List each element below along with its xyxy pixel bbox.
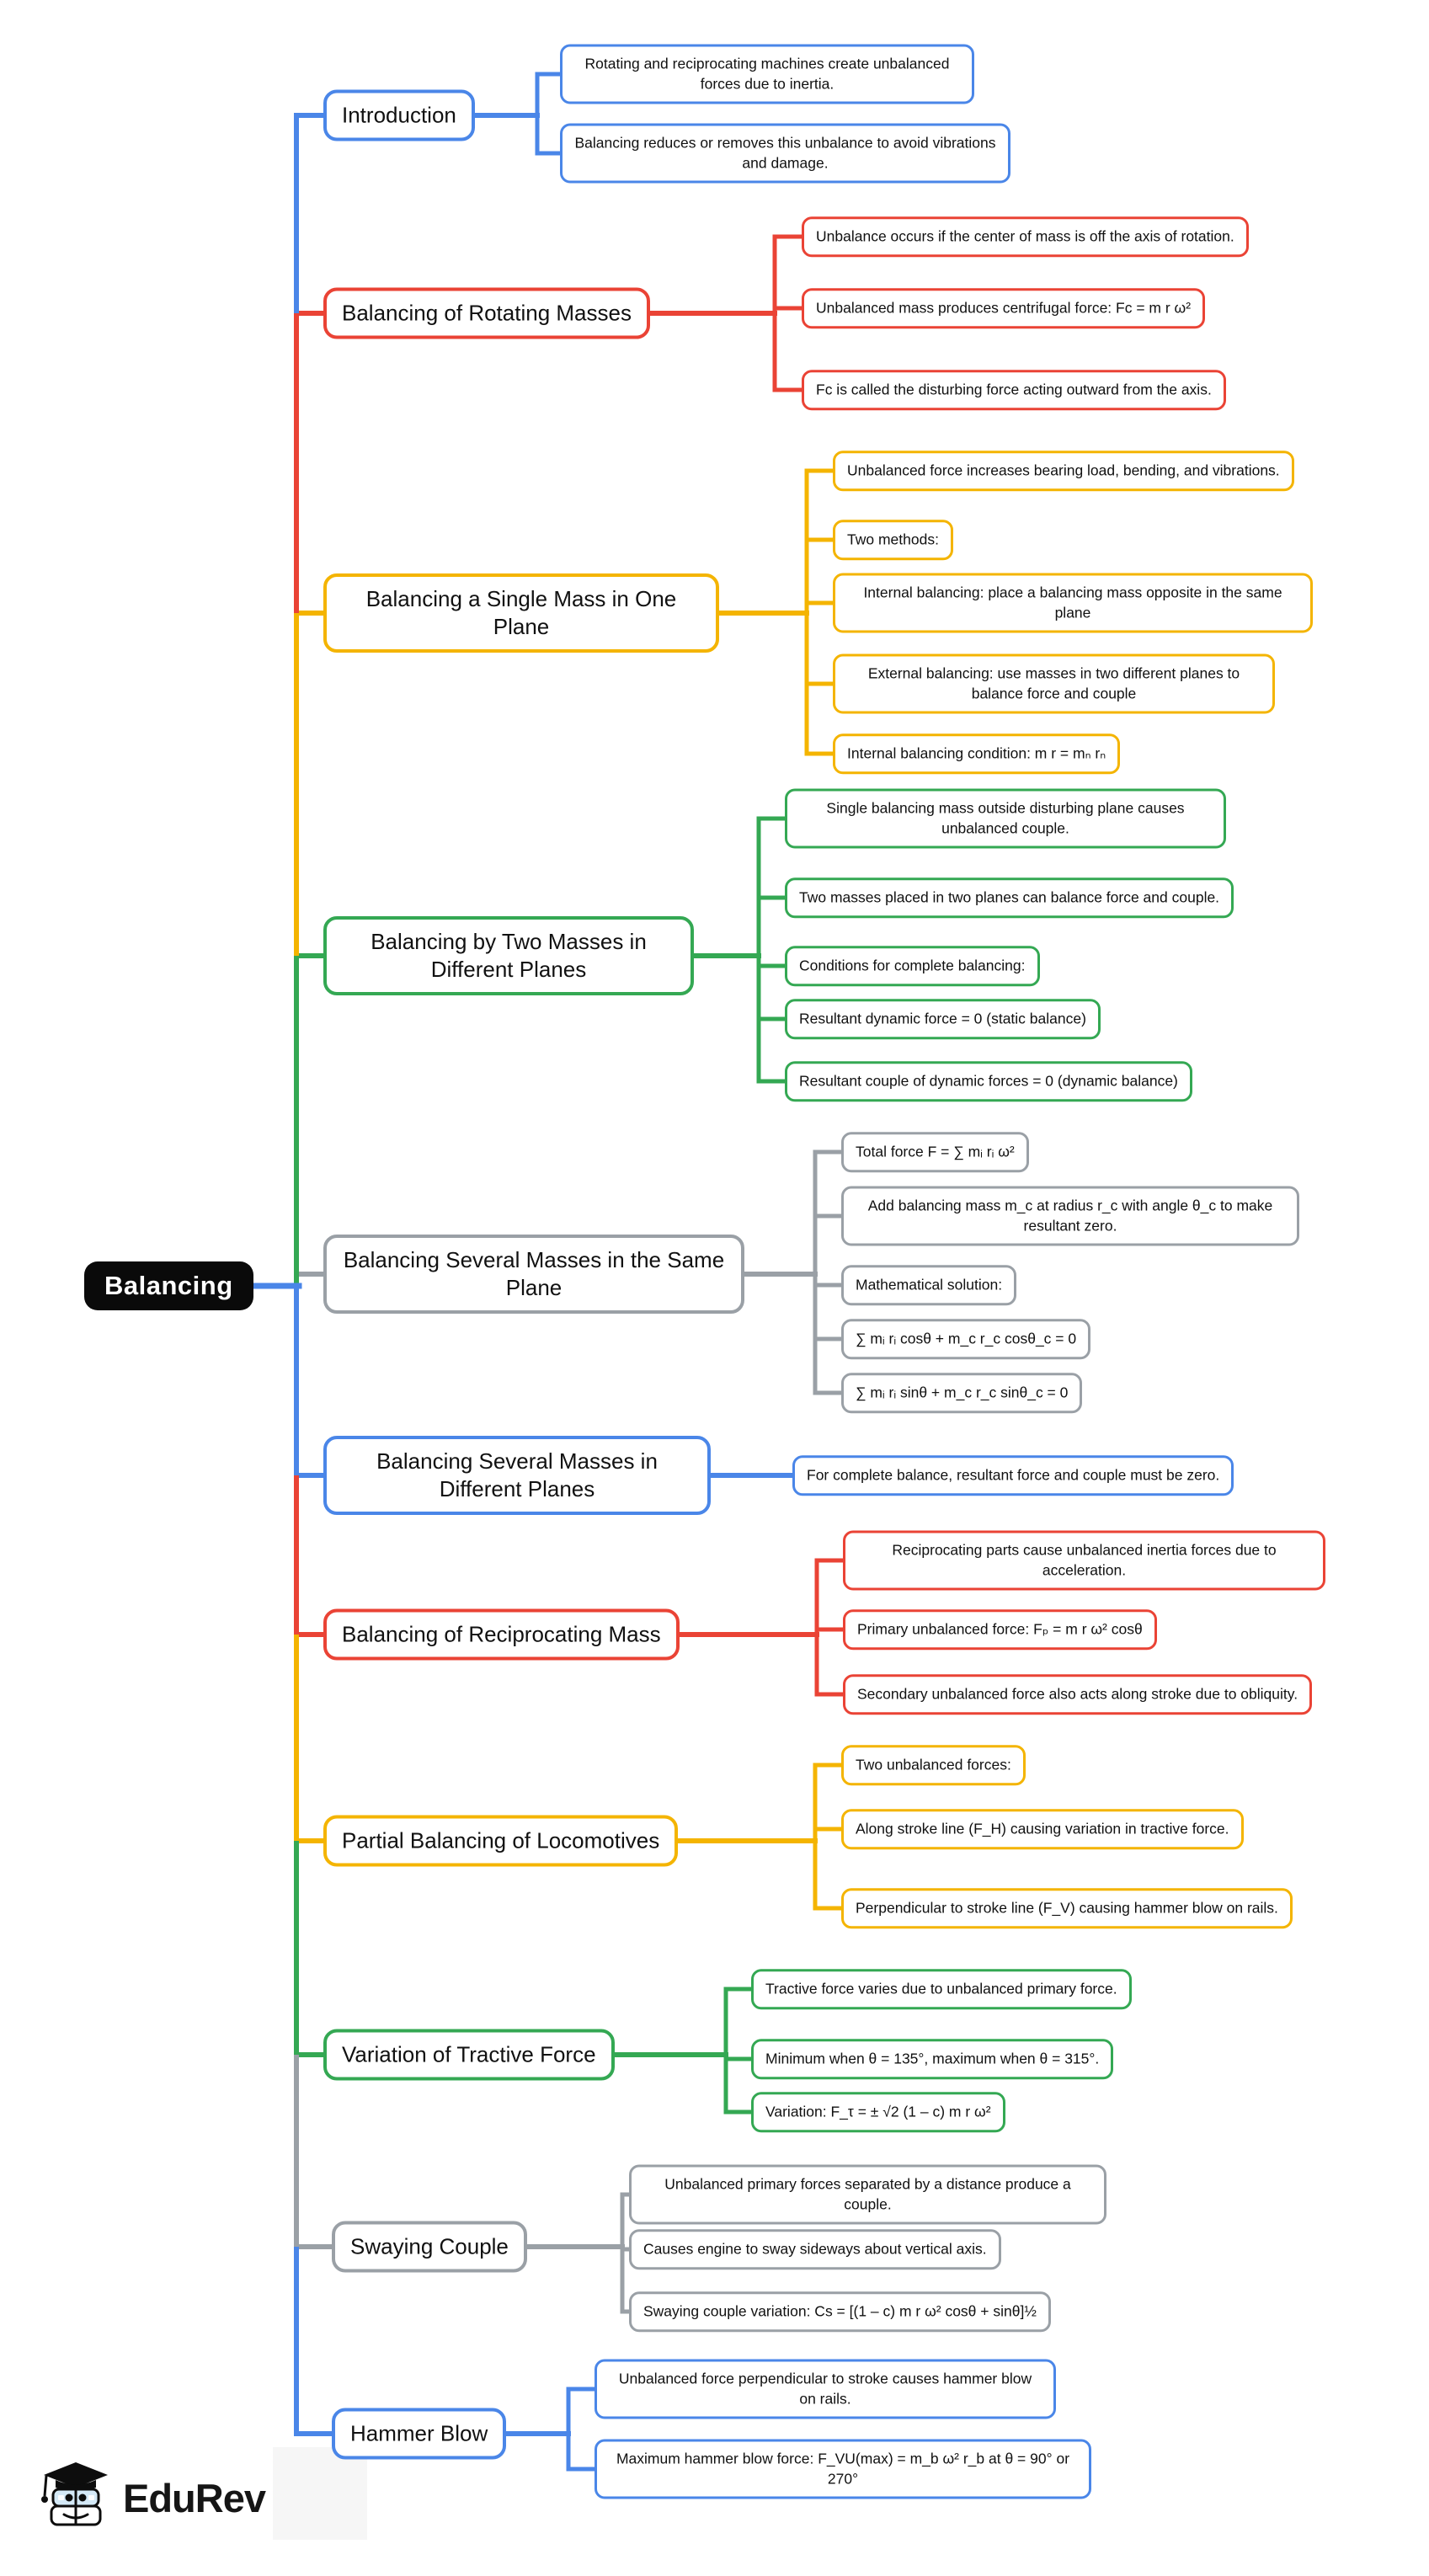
topic-node-two-masses-different-planes: Balancing by Two Masses in Different Pla… [323, 916, 694, 995]
topic-node-several-masses-same-plane: Balancing Several Masses in the Same Pla… [323, 1235, 744, 1314]
brand-text: EduRev [123, 2476, 266, 2520]
child-node-two-masses-different-planes-5: Resultant couple of dynamic forces = 0 (… [785, 1061, 1192, 1101]
topic-node-hammer-blow: Hammer Blow [332, 2408, 507, 2460]
child-node-single-mass-one-plane-3: Internal balancing: place a balancing ma… [833, 573, 1313, 633]
child-node-swaying-couple-2: Causes engine to sway sideways about ver… [629, 2229, 1001, 2269]
child-node-several-masses-same-plane-4: ∑ mᵢ rᵢ cosθ + m_c r_c cosθ_c = 0 [841, 1319, 1091, 1359]
logo-background [273, 2447, 367, 2540]
child-node-reciprocating-mass-2: Primary unbalanced force: Fₚ = m r ω² co… [843, 1609, 1157, 1650]
topic-node-swaying-couple: Swaying Couple [332, 2221, 527, 2273]
topic-node-introduction: Introduction [323, 89, 475, 141]
child-node-single-mass-one-plane-2: Two methods: [833, 520, 953, 560]
child-node-several-masses-same-plane-5: ∑ mᵢ rᵢ sinθ + m_c r_c sinθ_c = 0 [841, 1373, 1083, 1413]
topic-node-several-masses-different-planes: Balancing Several Masses in Different Pl… [323, 1436, 711, 1515]
topic-node-reciprocating-mass: Balancing of Reciprocating Mass [323, 1608, 680, 1661]
child-node-rotating-masses-1: Unbalance occurs if the center of mass i… [802, 216, 1249, 257]
child-node-several-masses-same-plane-3: Mathematical solution: [841, 1265, 1017, 1305]
edurev-logo: EduRev [39, 2459, 266, 2537]
child-node-several-masses-same-plane-1: Total force F = ∑ mᵢ rᵢ ω² [841, 1132, 1029, 1172]
child-node-two-masses-different-planes-3: Conditions for complete balancing: [785, 946, 1040, 986]
child-node-partial-balancing-locomotives-2: Along stroke line (F_H) causing variatio… [841, 1809, 1244, 1849]
root-node: Balancing [84, 1261, 253, 1310]
child-node-several-masses-same-plane-2: Add balancing mass m_c at radius r_c wit… [841, 1186, 1299, 1246]
child-node-two-masses-different-planes-1: Single balancing mass outside disturbing… [785, 788, 1226, 849]
child-node-partial-balancing-locomotives-3: Perpendicular to stroke line (F_V) causi… [841, 1888, 1293, 1928]
child-node-partial-balancing-locomotives-1: Two unbalanced forces: [841, 1745, 1026, 1785]
child-node-reciprocating-mass-1: Reciprocating parts cause unbalanced ine… [843, 1530, 1325, 1591]
child-node-rotating-masses-2: Unbalanced mass produces centrifugal for… [802, 288, 1206, 328]
topic-node-partial-balancing-locomotives: Partial Balancing of Locomotives [323, 1815, 679, 1867]
child-node-swaying-couple-3: Swaying couple variation: Cs = [(1 – c) … [629, 2291, 1051, 2332]
child-node-reciprocating-mass-3: Secondary unbalanced force also acts alo… [843, 1674, 1313, 1715]
topic-node-variation-tractive-force: Variation of Tractive Force [323, 2029, 615, 2081]
child-node-two-masses-different-planes-2: Two masses placed in two planes can bala… [785, 877, 1234, 918]
child-node-rotating-masses-3: Fc is called the disturbing force acting… [802, 370, 1226, 410]
topic-node-rotating-masses: Balancing of Rotating Masses [323, 287, 650, 339]
child-node-introduction-1: Rotating and reciprocating machines crea… [560, 44, 974, 104]
child-node-two-masses-different-planes-4: Resultant dynamic force = 0 (static bala… [785, 999, 1101, 1039]
child-node-introduction-2: Balancing reduces or removes this unbala… [560, 123, 1010, 184]
child-node-several-masses-different-planes-1: For complete balance, resultant force an… [792, 1455, 1234, 1496]
child-node-hammer-blow-1: Unbalanced force perpendicular to stroke… [595, 2359, 1056, 2419]
child-node-variation-tractive-force-3: Variation: F_τ = ± √2 (1 – c) m r ω² [751, 2092, 1005, 2132]
child-node-hammer-blow-2: Maximum hammer blow force: F_VU(max) = m… [595, 2439, 1091, 2499]
child-node-swaying-couple-1: Unbalanced primary forces separated by a… [629, 2164, 1106, 2225]
child-node-single-mass-one-plane-5: Internal balancing condition: m r = mₙ r… [833, 733, 1121, 774]
child-node-variation-tractive-force-1: Tractive force varies due to unbalanced … [751, 1969, 1132, 2009]
graduation-cap-icon [39, 2459, 113, 2537]
child-node-variation-tractive-force-2: Minimum when θ = 135°, maximum when θ = … [751, 2039, 1114, 2079]
topic-node-single-mass-one-plane: Balancing a Single Mass in One Plane [323, 573, 719, 653]
child-node-single-mass-one-plane-4: External balancing: use masses in two di… [833, 653, 1275, 714]
child-node-single-mass-one-plane-1: Unbalanced force increases bearing load,… [833, 451, 1294, 491]
